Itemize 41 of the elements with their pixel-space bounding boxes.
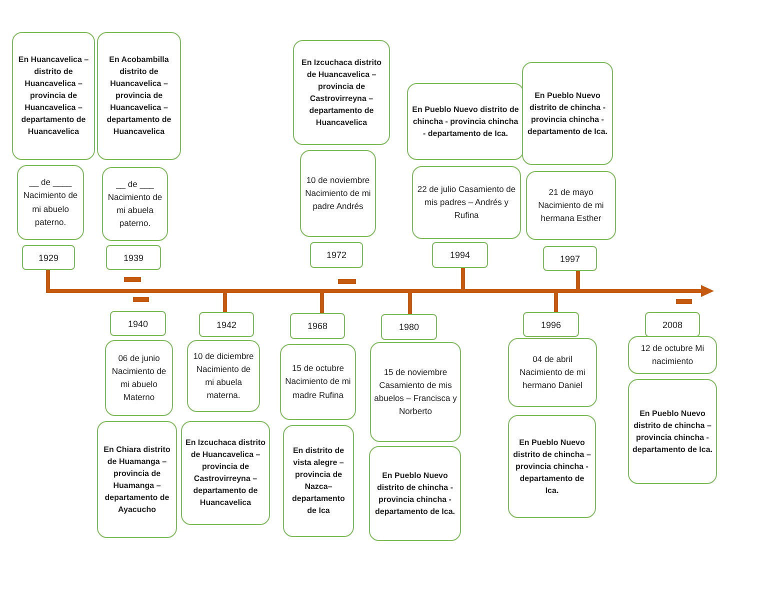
event-box: 15 de octubre Nacimiento de mi madre Rufina [280, 344, 356, 420]
event-box: __ de ___ Nacimiento de mi abuela paterno. [102, 167, 168, 241]
timeline-bar [46, 285, 714, 297]
timeline-tick [46, 270, 50, 289]
year-box: 1972 [310, 242, 363, 268]
place-box: En Huancavelica – distrito de Huancavelica – provincia de Huancavelica – departamento de Huancavelica [12, 32, 95, 160]
event-box: 10 de diciembre Nacimiento de mi abuela materna. [187, 340, 260, 412]
year-box: 1996 [523, 312, 579, 337]
year-box: 2008 [645, 312, 700, 337]
event-box: 12 de octubre Mi nacimiento [628, 336, 717, 374]
event-box: 21 de mayo Nacimiento de mi hermana Esther [526, 171, 616, 240]
timeline-tick [223, 293, 227, 312]
timeline-tick [320, 293, 324, 313]
timeline-tick [554, 293, 558, 312]
place-box: En Izcuchaca distrito de Huancavelica – provincia de Castrovirreyna – departamento de Huancavelica [181, 421, 270, 525]
year-box: 1939 [106, 245, 161, 270]
place-box: En Pueblo Nuevo distrito de chincha – provincia chincha - departamento de Ica. [508, 415, 596, 518]
year-box: 1942 [199, 312, 254, 337]
timeline-tick [576, 271, 580, 289]
place-box: En Pueblo Nuevo distrito de chincha - provincia chincha - departamento de Ica. [407, 83, 524, 160]
place-box: En Chiara distrito de Huamanga – provincia de Huamanga – departamento de Ayacucho [97, 421, 177, 538]
timeline-tick [408, 293, 412, 314]
place-box: En Pueblo Nuevo distrito de chincha - provincia chincha - departamento de Ica. [522, 62, 613, 165]
event-box: 15 de noviembre Casamiento de mis abuelos – Francisca y Norberto [370, 342, 461, 442]
year-box: 1968 [290, 313, 345, 339]
place-box: En Izcuchaca distrito de Huancavelica – provincia de Castrovirreyna – departamento de Huancavelica [293, 40, 390, 145]
event-box: 22 de julio Casamiento de mis padres – Andrés y Rufina [412, 166, 521, 239]
year-box: 1997 [543, 246, 597, 271]
timeline-tick [461, 268, 465, 289]
event-box: __ de ____ Nacimiento de mi abuelo paterno. [17, 165, 84, 240]
year-box: 1940 [110, 311, 166, 336]
place-box: En Pueblo Nuevo distrito de chincha – provincia chincha - departamento de Ica. [628, 379, 717, 484]
event-box: 04 de abril Nacimiento de mi hermano Daniel [508, 338, 597, 407]
event-box: 06 de junio Nacimiento de mi abuelo Materno [105, 340, 173, 416]
year-box: 1994 [432, 242, 488, 268]
year-box: 1929 [22, 245, 75, 270]
place-box: En distrito de vista alegre – provincia de Nazca– departamento de Ica [283, 425, 354, 537]
place-box: En Acobambilla distrito de Huancavelica – provincia de Huancavelica – departamento de Huancavelica [97, 32, 181, 160]
place-box: En Pueblo Nuevo distrito de chincha - provincia chincha - departamento de Ica. [369, 446, 461, 541]
year-box: 1980 [381, 314, 437, 340]
event-box: 10 de noviembre Nacimiento de mi padre Andrés [300, 150, 376, 237]
